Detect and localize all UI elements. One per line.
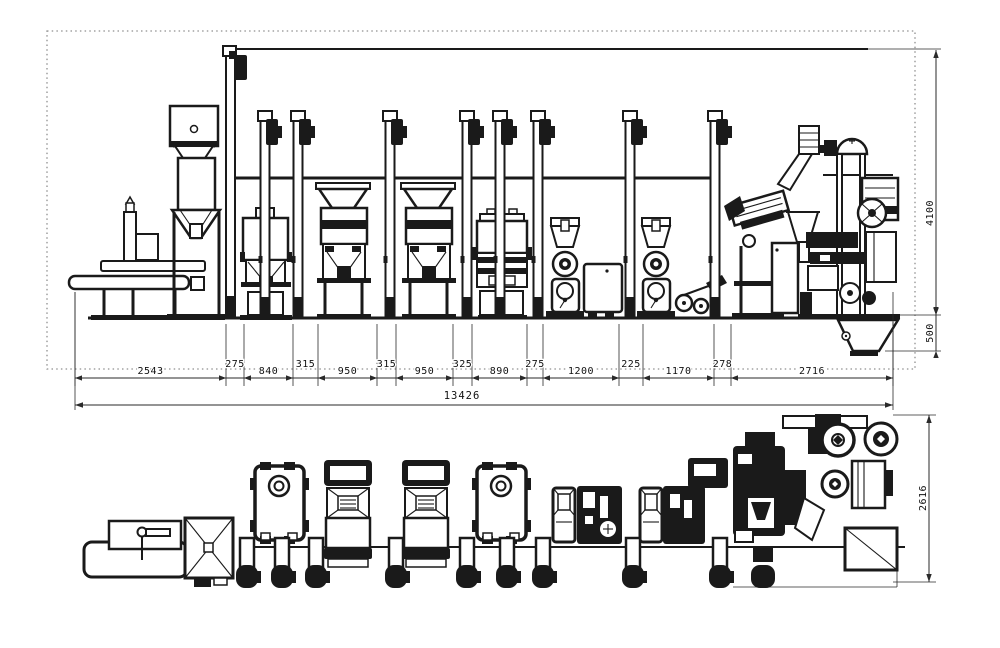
dimension-arrow bbox=[886, 375, 893, 381]
dimension-outlet-height: 500 bbox=[924, 308, 939, 358]
chain-dimension-label: 890 bbox=[490, 366, 510, 377]
dimension-overall-height: 4100 bbox=[924, 50, 939, 315]
chain-dimension-label: 278 bbox=[713, 359, 733, 370]
dimension-arrow bbox=[643, 375, 650, 381]
elevation-packing-machine bbox=[67, 195, 206, 320]
elevator-boot-2 bbox=[269, 536, 298, 590]
plan-depth-label: 2616 bbox=[918, 485, 929, 511]
dimension-plan-depth: 2616 bbox=[893, 414, 936, 583]
elevation-surge-hopper bbox=[167, 104, 225, 320]
plan-view bbox=[82, 414, 905, 590]
chain-dimension-label: 325 bbox=[453, 359, 473, 370]
bucket-elevator-3 bbox=[382, 110, 408, 319]
dimension-arrow bbox=[244, 375, 251, 381]
dimension-arrow bbox=[75, 375, 82, 381]
elevation-husker-1 bbox=[544, 216, 586, 319]
dimension-arrow bbox=[396, 375, 403, 381]
plan-elevator-boots bbox=[234, 536, 736, 590]
dimension-arrow bbox=[318, 375, 325, 381]
chain-dimension-label: 225 bbox=[621, 359, 641, 370]
dimension-arrow bbox=[543, 375, 550, 381]
elevation-paddy-cleaner-1 bbox=[314, 181, 373, 320]
plan-packing-machine bbox=[82, 516, 235, 587]
chain-dimension-label: 950 bbox=[415, 366, 435, 377]
plan-husker-cluster-2 bbox=[638, 458, 728, 544]
dimension-arrow bbox=[707, 375, 714, 381]
chain-dimension-label: 1170 bbox=[665, 366, 691, 377]
dimension-arrow bbox=[731, 375, 738, 381]
elevation-outlet-hopper bbox=[836, 318, 901, 356]
chain-dimension-label: 315 bbox=[296, 359, 316, 370]
dimension-arrow bbox=[472, 375, 479, 381]
dimension-arrow bbox=[219, 375, 226, 381]
overall-height-label: 4100 bbox=[925, 200, 936, 226]
plan-husker-cluster-1 bbox=[551, 486, 622, 544]
elevation-mill-complex bbox=[770, 125, 900, 319]
elevation-husker-2 bbox=[635, 216, 677, 319]
chain-dimension-label: 275 bbox=[525, 359, 545, 370]
plan-cleaner-2 bbox=[400, 458, 452, 569]
chain-dimension-label: 275 bbox=[225, 359, 245, 370]
chain-dimension-label: 950 bbox=[338, 366, 358, 377]
dimension-arrow bbox=[370, 375, 377, 381]
plan-cleaner-1 bbox=[322, 458, 374, 569]
elevator-boot-6 bbox=[494, 536, 523, 590]
total-length-label: 13426 bbox=[444, 390, 481, 402]
plan-mill-complex bbox=[733, 414, 899, 588]
plan-machine-circle-1 bbox=[248, 460, 311, 546]
elevation-paddy-cleaner-2 bbox=[399, 181, 458, 320]
chain-dimension-label: 2543 bbox=[137, 366, 163, 377]
elevator-boot-7 bbox=[530, 536, 559, 590]
elevation-control-box bbox=[582, 262, 624, 317]
elevator-boot-5 bbox=[454, 536, 483, 590]
plan-machine-circle-2 bbox=[470, 460, 533, 546]
chain-dimension-label: 840 bbox=[259, 366, 279, 377]
dimension-total-length: 13426 bbox=[75, 389, 893, 408]
chain-dimension-label: 315 bbox=[377, 359, 397, 370]
dimension-arrow bbox=[520, 375, 527, 381]
chain-dimension-label: 2716 bbox=[799, 366, 825, 377]
elevator-boot-8 bbox=[620, 536, 649, 590]
dimension-arrow bbox=[446, 375, 453, 381]
elevation-view bbox=[67, 45, 941, 356]
dimensions: 2543 275 840 315 950 315 950 325 890 275 1200 225 11… bbox=[74, 50, 939, 583]
dimension-arrow bbox=[286, 375, 293, 381]
dimension-arrow bbox=[612, 375, 619, 381]
outlet-height-label: 500 bbox=[925, 323, 936, 343]
chain-dimension-label: 1200 bbox=[568, 366, 594, 377]
elevation-main-elevator bbox=[222, 45, 247, 319]
elevation-dotted-border bbox=[46, 30, 916, 370]
elevator-boot-1 bbox=[234, 536, 263, 590]
bucket-elevator-2 bbox=[290, 110, 316, 319]
elevator-boot-9 bbox=[707, 536, 736, 590]
dimension-chain: 2543 275 840 315 950 315 950 325 890 275 1200 225 11… bbox=[74, 292, 894, 386]
